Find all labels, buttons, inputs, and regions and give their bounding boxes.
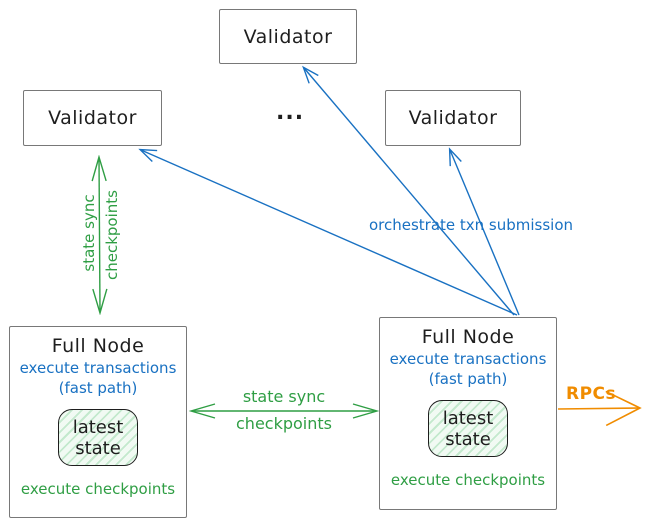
latest-state-line2: state — [445, 428, 491, 450]
full-node-left-execute-transactions: execute transactions — [19, 359, 177, 377]
full-node-right-box: Full Node execute transactions (fast pat… — [379, 317, 557, 510]
rpcs-label: RPCs — [566, 384, 617, 404]
arrow-state-sync-validator-fullnode — [99, 158, 100, 312]
left-state-sync-label-line1: state sync — [80, 194, 98, 272]
validator-left-label: Validator — [48, 107, 137, 129]
validator-top-label: Validator — [243, 25, 333, 48]
orchestrate-txn-submission-label: orchestrate txn submission — [368, 216, 574, 234]
full-node-left-latest-state-box: latest state — [58, 409, 138, 466]
validators-ellipsis: ... — [276, 100, 305, 125]
mid-state-sync-label-line1: state sync — [242, 387, 326, 406]
left-state-sync-label-line2: checkpoints — [103, 190, 121, 280]
latest-state-line2: state — [75, 437, 121, 459]
full-node-right-title: Full Node — [421, 326, 515, 348]
full-node-right-execute-checkpoints: execute checkpoints — [390, 471, 546, 489]
full-node-left-box: Full Node execute transactions (fast pat… — [9, 326, 187, 518]
latest-state-line1: latest — [442, 407, 494, 429]
full-node-left-fast-path: (fast path) — [58, 379, 138, 397]
validator-right-label: Validator — [408, 107, 498, 129]
full-node-left-title: Full Node — [51, 335, 145, 357]
full-node-right-latest-state-box: latest state — [428, 400, 508, 457]
full-node-left-execute-checkpoints: execute checkpoints — [20, 480, 176, 498]
validator-left-box: Validator — [23, 90, 162, 146]
full-node-right-execute-transactions: execute transactions — [389, 350, 547, 368]
validator-top-box: Validator — [219, 9, 357, 64]
validator-right-box: Validator — [385, 90, 521, 146]
full-node-right-fast-path: (fast path) — [428, 370, 508, 388]
arrow-rpcs — [557, 390, 642, 427]
latest-state-line1: latest — [72, 416, 124, 438]
mid-state-sync-label-line2: checkpoints — [236, 414, 332, 433]
